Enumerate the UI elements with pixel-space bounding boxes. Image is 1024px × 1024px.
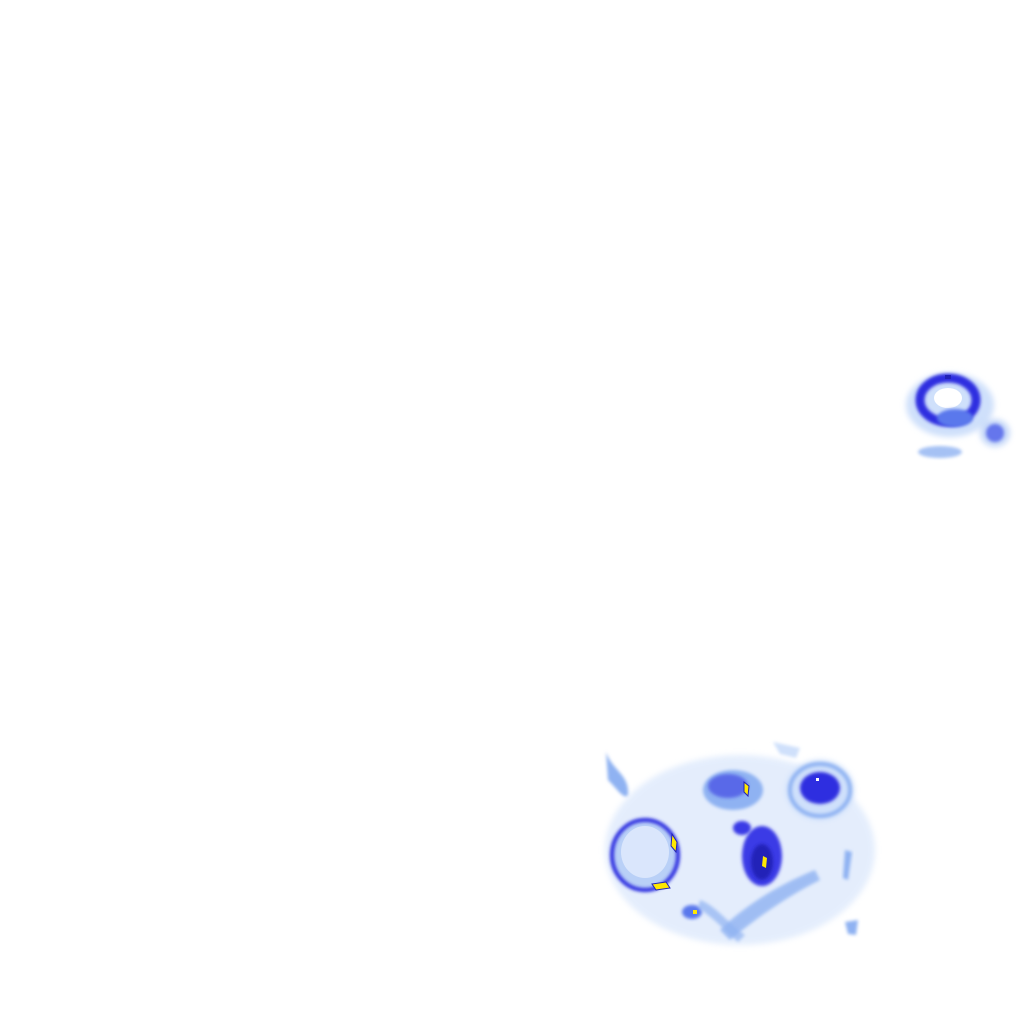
large-cell-highlight-bottom bbox=[651, 881, 671, 891]
faint-lower-blob bbox=[918, 446, 962, 458]
upper-cell-core bbox=[934, 388, 962, 408]
top-wisp bbox=[773, 742, 800, 758]
satellite-halo bbox=[980, 419, 1010, 447]
top-left-wisp bbox=[606, 752, 629, 797]
large-cell-texture bbox=[621, 826, 669, 878]
small-lower-marker bbox=[693, 910, 697, 914]
central-cell-core bbox=[751, 844, 773, 880]
central-cell-highlight bbox=[762, 856, 767, 868]
middle-upper-cell-edge bbox=[708, 774, 748, 798]
fiber-streaks bbox=[720, 870, 820, 940]
right-ring-cell-nucleus bbox=[800, 772, 840, 804]
central-left-blob bbox=[733, 821, 751, 835]
lower-right-cell-cluster bbox=[605, 742, 875, 945]
right-bottom-wisp bbox=[845, 920, 858, 935]
right-ring-cell-outline bbox=[788, 762, 852, 818]
small-lower-cell bbox=[682, 905, 702, 919]
middle-upper-highlight bbox=[743, 780, 750, 798]
fiber-streaks-2 bbox=[698, 900, 745, 942]
large-cell-membrane bbox=[610, 818, 680, 892]
right-wisp bbox=[843, 850, 852, 880]
upper-cell-lower-lobe bbox=[937, 409, 973, 427]
upper-cell-marker bbox=[945, 375, 951, 379]
upper-right-cell-cluster bbox=[906, 373, 1010, 458]
right-ring-cell-marker bbox=[816, 778, 819, 781]
large-cell-highlight-right bbox=[670, 832, 678, 854]
